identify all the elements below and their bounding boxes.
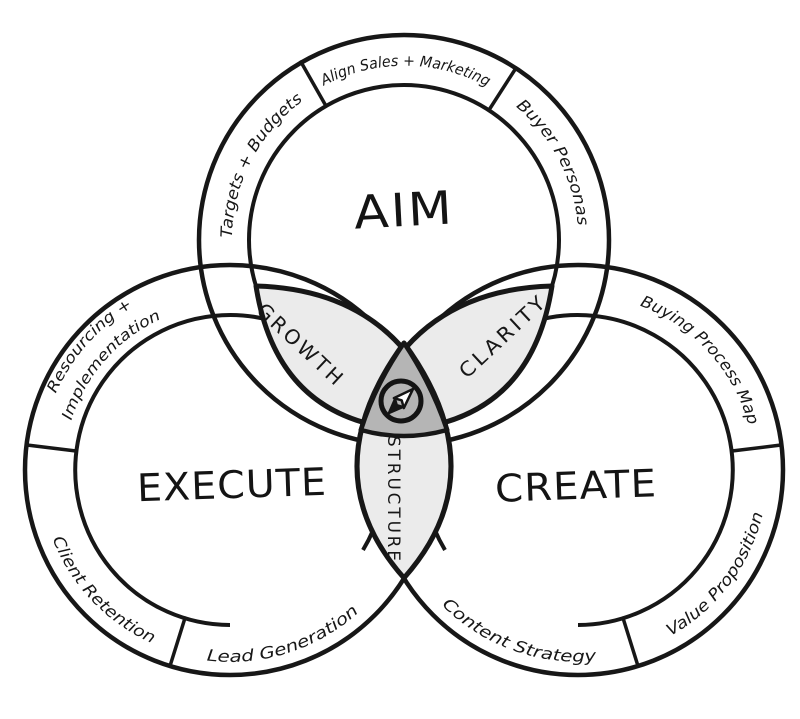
aim-left-tick: [299, 60, 328, 108]
compass-needle: [387, 387, 415, 415]
execute-west-tick: [25, 443, 78, 453]
execute-label: EXECUTE: [136, 460, 327, 511]
buyer-personas-label: Buyer Personas: [513, 95, 593, 226]
targets-budgets-label: Targets + Budgets: [217, 89, 306, 238]
buying-process-map-label: Buying Process Map: [638, 292, 763, 427]
execute-south-tick: [168, 616, 187, 668]
lead-generation-label: Lead Generation: [206, 601, 362, 666]
create-label: CREATE: [494, 461, 657, 511]
aim-label: AIM: [353, 180, 456, 239]
structure-label: STRUCTURE: [383, 436, 403, 564]
aim-right-tick: [487, 66, 518, 112]
compass-icon: [378, 378, 424, 424]
create-east-tick: [730, 443, 783, 453]
content-strategy-label: Content Strategy: [439, 594, 598, 666]
create-south-tick: [621, 616, 640, 668]
ring-segment-ticks: [25, 60, 783, 668]
